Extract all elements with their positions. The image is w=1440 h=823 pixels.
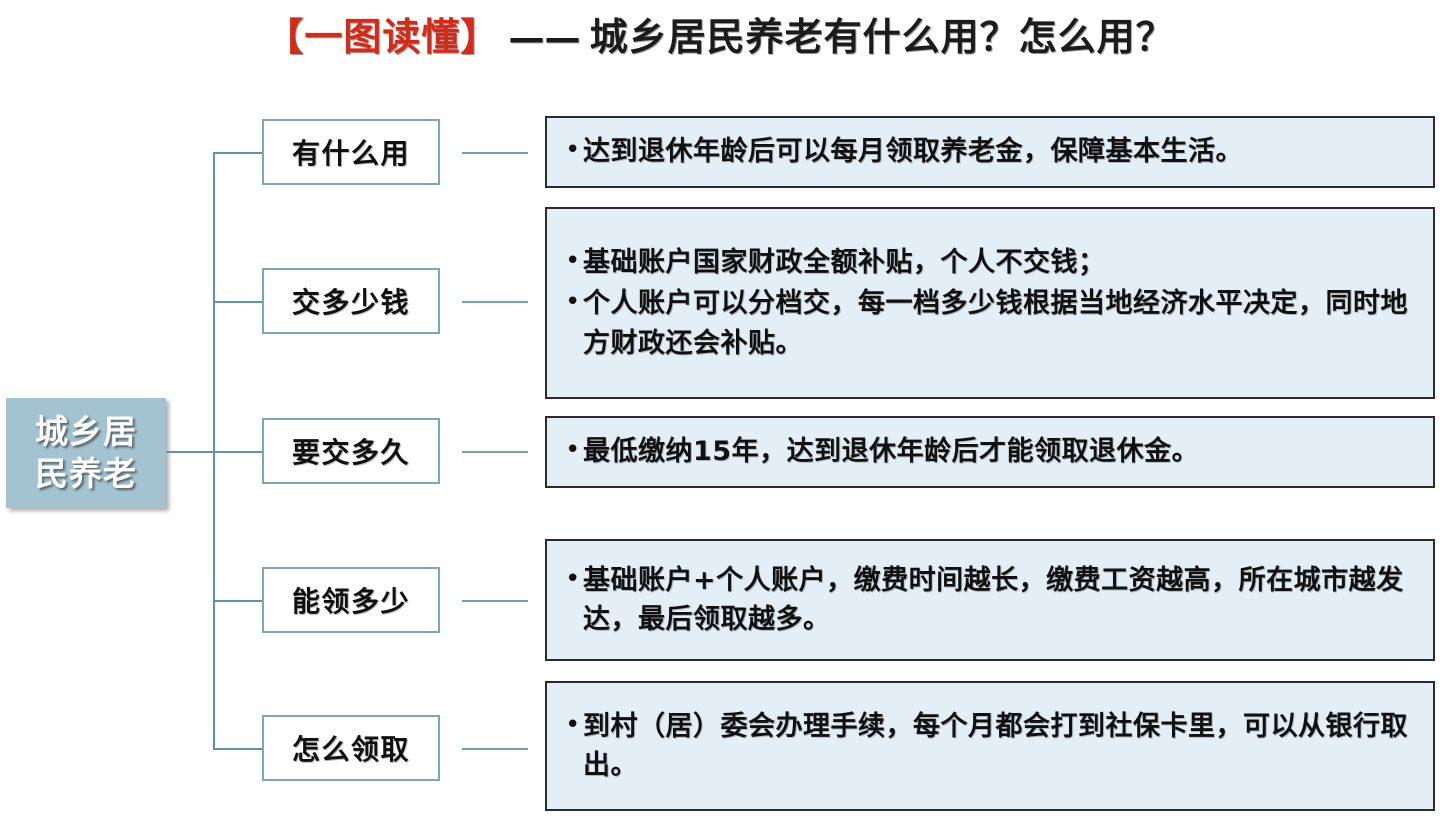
connector-root-to-trunk — [166, 451, 215, 453]
bullet-item: • 基础账户+个人账户，缴费时间越长，缴费工资越高，所在城市越发达，最后领取越多… — [561, 561, 1415, 640]
bullet-item: • 达到退休年龄后可以每月领取养老金，保障基本生活。 — [561, 132, 1415, 171]
connector-trunk-to-label-5 — [213, 748, 262, 750]
bullet-text: 基础账户国家财政全额补贴，个人不交钱； — [583, 246, 1106, 278]
content-box-4: • 基础账户+个人账户，缴费时间越长，缴费工资越高，所在城市越发达，最后领取越多… — [545, 539, 1435, 661]
page-title-bracket: 【一图读懂】 — [265, 15, 500, 59]
bullet-text: 到村（居）委会办理手续，每个月都会打到社保卡里，可以从银行取出。 — [583, 710, 1408, 781]
connector-label-to-content-3 — [462, 451, 528, 453]
branch-label-text: 有什么用 — [291, 137, 410, 170]
connector-trunk-to-label-3 — [213, 451, 262, 453]
connector-label-to-content-4 — [462, 600, 528, 602]
branch-label-交多少钱[interactable]: 交多少钱 — [262, 268, 440, 334]
branch-label-text: 交多少钱 — [291, 286, 410, 319]
content-box-2: • 基础账户国家财政全额补贴，个人不交钱； • 个人账户可以分档交，每一档多少钱… — [545, 207, 1435, 399]
bullet-text: 基础账户+个人账户，缴费时间越长，缴费工资越高，所在城市越发达，最后领取越多。 — [583, 564, 1404, 635]
connector-trunk-to-label-2 — [213, 301, 262, 303]
bullet-dot-icon: • — [565, 563, 581, 594]
root-node-label-line1: 城乡居 — [35, 411, 137, 451]
branch-label-有什么用[interactable]: 有什么用 — [262, 119, 440, 185]
connector-label-to-content-1 — [462, 152, 528, 154]
connector-trunk-to-label-4 — [213, 600, 262, 602]
bullet-item: • 基础账户国家财政全额补贴，个人不交钱； — [561, 243, 1415, 282]
branch-label-要交多久[interactable]: 要交多久 — [262, 418, 440, 484]
page-title-rest: 城乡居民养老有什么用？怎么用？ — [589, 15, 1175, 59]
branch-label-能领多少[interactable]: 能领多少 — [262, 567, 440, 633]
connector-label-to-content-5 — [462, 748, 528, 750]
bullet-item: • 到村（居）委会办理手续，每个月都会打到社保卡里，可以从银行取出。 — [561, 707, 1415, 786]
bullet-text: 个人账户可以分档交，每一档多少钱根据当地经济水平决定，同时地方财政还会补贴。 — [583, 288, 1408, 359]
bullet-dot-icon: • — [565, 135, 581, 166]
bullet-item: • 最低缴纳15年，达到退休年龄后才能领取退休金。 — [561, 432, 1415, 471]
branch-label-怎么领取[interactable]: 怎么领取 — [262, 715, 440, 781]
bullet-text: 最低缴纳15年，达到退休年龄后才能领取退休金。 — [583, 436, 1200, 468]
connector-label-to-content-2 — [462, 301, 528, 303]
content-box-5: • 到村（居）委会办理手续，每个月都会打到社保卡里，可以从银行取出。 — [545, 681, 1435, 811]
bullet-dot-icon: • — [565, 435, 581, 466]
branch-label-text: 怎么领取 — [291, 733, 410, 766]
connector-trunk-to-label-1 — [213, 152, 262, 154]
content-box-3: • 最低缴纳15年，达到退休年龄后才能领取退休金。 — [545, 416, 1435, 488]
bullet-item: • 个人账户可以分档交，每一档多少钱根据当地经济水平决定，同时地方财政还会补贴。 — [561, 284, 1415, 363]
branch-label-text: 要交多久 — [291, 436, 410, 469]
branch-label-text: 能领多少 — [291, 585, 410, 618]
bullet-text: 达到退休年龄后可以每月领取养老金，保障基本生活。 — [583, 136, 1243, 168]
page-title-dash: —— — [508, 18, 581, 59]
page-title: 【一图读懂】 —— 城乡居民养老有什么用？怎么用？ — [0, 6, 1440, 61]
bullet-dot-icon: • — [565, 709, 581, 740]
content-box-1: • 达到退休年龄后可以每月领取养老金，保障基本生活。 — [545, 116, 1435, 188]
root-node[interactable]: 城乡居 民养老 — [6, 398, 166, 508]
bullet-dot-icon: • — [565, 245, 581, 276]
bullet-dot-icon: • — [565, 287, 581, 318]
root-node-label-line2: 民养老 — [35, 454, 137, 493]
